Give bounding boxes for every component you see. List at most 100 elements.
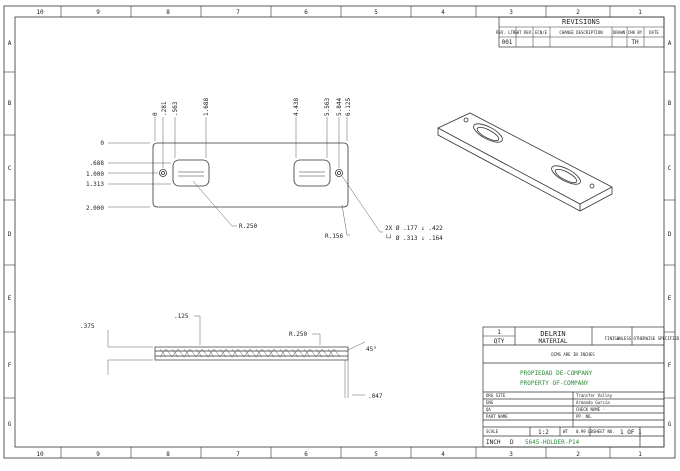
finish-label: FINISH: [605, 336, 620, 341]
zone-label: 2: [576, 9, 580, 16]
tb-row-value: PP. NO.: [576, 414, 593, 419]
zone-label: 8: [166, 451, 170, 458]
tb-row-label: PART NAME: [486, 414, 508, 419]
tb-row-value: Transfer Valley: [576, 393, 613, 398]
chamfer-size-dim: .047: [368, 393, 383, 400]
revisions-block: REVISIONS REV. LTR. SHT REV. ECN/E CHANG…: [496, 16, 665, 48]
rev-cell: 001: [502, 39, 513, 46]
scale-value: 1:2: [538, 429, 549, 436]
zone-label: 3: [509, 451, 513, 458]
rev-header: SHT REV.: [514, 30, 533, 35]
y-dim: 1.313: [86, 181, 104, 188]
zone-label: 1: [638, 451, 642, 458]
zone-label: 7: [236, 451, 240, 458]
weight-value: 0.99 LB: [576, 429, 593, 434]
zone-label: B: [668, 100, 672, 107]
weight-label: WT: [563, 429, 568, 434]
zone-label: 10: [36, 451, 44, 458]
rev-header: CHK BY: [628, 30, 643, 35]
rev-cell: TH: [631, 39, 639, 46]
y-dim: 2.000: [86, 205, 104, 212]
slot-radius-dim: R.250: [239, 223, 257, 230]
scale-label: SCALE: [486, 429, 499, 434]
hole-left: [159, 169, 167, 177]
outer-border: [3, 5, 676, 459]
tb-row-value: CHECK NAME -: [576, 407, 605, 412]
qty-label: QTY: [494, 338, 505, 345]
tolerance-note: DIMS ARE IN INCHES: [551, 352, 595, 357]
material-value: DELRIN: [540, 330, 565, 338]
qty-value: 1: [497, 329, 501, 336]
zone-label: 1: [638, 9, 642, 16]
zone-label: 10: [36, 9, 44, 16]
zone-label: E: [668, 295, 672, 302]
tb-row-value: Armando Garcia: [576, 400, 610, 405]
rev-header: ECN/E: [535, 30, 548, 35]
zone-label: F: [668, 362, 672, 369]
y-dim: 0: [100, 140, 104, 147]
zone-label: 6: [304, 9, 308, 16]
zone-label: G: [668, 421, 672, 428]
x-dim: 5.844: [336, 98, 343, 116]
right-zone-labels: A B C D E F G: [668, 40, 672, 428]
slot-left: [172, 159, 210, 187]
ownership-english: PROPERTY OF-COMPANY: [520, 380, 589, 387]
x-dim: 0: [152, 112, 159, 116]
plate-outline: [152, 142, 349, 208]
top-view-x-dims: 0 .281 .563 1.688 4.438 5.563 5.844 6.12…: [152, 98, 352, 116]
hole-right: [335, 169, 343, 177]
ownership-spanish: PROPIEDAD DE-COMPANY: [520, 370, 593, 377]
isometric-view: [437, 112, 613, 212]
x-dim: 4.438: [293, 98, 300, 116]
x-dim: 6.125: [345, 98, 352, 116]
zone-label: D: [668, 231, 672, 238]
top-zone-labels: 10 9 8 7 6 5 4 3 2 1: [36, 9, 642, 16]
zone-label: D: [8, 231, 12, 238]
zone-label: 4: [441, 451, 445, 458]
zone-label: 2: [576, 451, 580, 458]
y-dim: .688: [90, 160, 105, 167]
part-number: 5645-HOLDER-P14: [525, 439, 580, 446]
revisions-title: REVISIONS: [562, 18, 600, 26]
zone-label: 9: [96, 451, 100, 458]
sheet-value: 1 OF 1: [620, 429, 642, 436]
tb-row-label: ORG SITE: [486, 393, 506, 398]
zone-label: 5: [374, 9, 378, 16]
tb-row-label: ENG: [486, 400, 494, 405]
sheet-label: SHEET NO.: [593, 429, 615, 434]
size-value: D: [510, 439, 514, 446]
zone-label: 7: [236, 9, 240, 16]
tb-row-label: QA: [486, 407, 491, 412]
corner-radius-dim: R.156: [325, 233, 343, 240]
zone-label: G: [8, 421, 12, 428]
zone-label: 6: [304, 451, 308, 458]
zone-label: C: [8, 165, 12, 172]
zone-label: 3: [509, 9, 513, 16]
finish-note: UNLESS OTHERWISE SPECIFIED: [617, 336, 680, 341]
zone-label: 4: [441, 9, 445, 16]
y-dim: 1.000: [86, 171, 104, 178]
top-view: [108, 117, 383, 236]
zone-label: 5: [374, 451, 378, 458]
slot-right: [293, 159, 331, 187]
bottom-zone-labels: 10 9 8 7 6 5 4 3 2 1: [36, 451, 642, 458]
edge-radius-dim: R.250: [289, 331, 307, 338]
rev-header: DRAWN: [613, 30, 626, 35]
zone-label: 8: [166, 9, 170, 16]
inner-border: [14, 16, 665, 448]
zone-label: F: [8, 362, 12, 369]
zone-label: A: [668, 40, 672, 47]
material-label: MATERIAL: [539, 338, 568, 345]
rev-header: DATE: [649, 30, 659, 35]
size-label: INCH: [486, 439, 501, 446]
title-block: [482, 326, 665, 448]
x-dim: .281: [161, 101, 168, 116]
rev-header: REV. LTR.: [496, 30, 518, 35]
top-view-y-dims: 0 .688 1.000 1.313 2.000: [86, 140, 104, 212]
left-zone-labels: A B C D E F G: [8, 40, 12, 428]
chamfer-angle-dim: 45°: [366, 346, 377, 353]
zone-label: A: [8, 40, 12, 47]
x-dim: .563: [172, 101, 179, 116]
